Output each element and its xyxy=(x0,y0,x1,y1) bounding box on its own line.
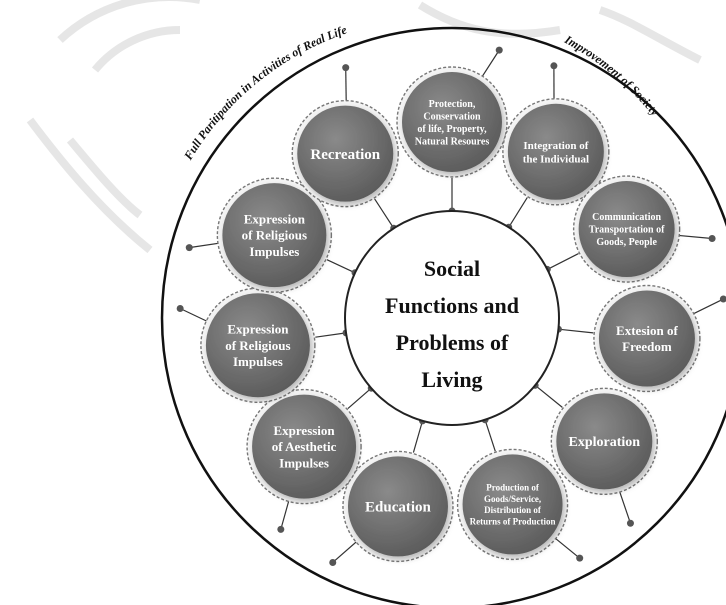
connector-inner-communication xyxy=(547,252,579,270)
node-disc-recreation xyxy=(297,105,394,202)
node-label-religious-1-3: Impulses xyxy=(249,244,299,259)
node-label-protection-4: Natural Resoures xyxy=(415,136,490,147)
node-label-aesthetic-3: Impulses xyxy=(279,455,329,470)
connector-inner-education xyxy=(412,420,424,453)
node-label-production-1: Production of xyxy=(486,483,540,493)
node-integration: Integration of the Individual xyxy=(502,98,610,206)
node-label-extension-freedom-2: Freedom xyxy=(622,339,672,354)
node-disc-religious-2 xyxy=(205,293,310,398)
outer-dot-recreation xyxy=(342,64,350,72)
node-label-production-2: Goods/Service, xyxy=(484,494,541,504)
node-label-communication-3: Goods, People xyxy=(596,237,657,248)
node-disc-extension-freedom xyxy=(598,290,695,387)
node-label-education-1: Education xyxy=(365,500,432,516)
node-label-aesthetic-1: Expression xyxy=(273,423,335,438)
node-protection: Protection,Conservation of life, Property… xyxy=(396,66,508,178)
center-line-2: Functions and xyxy=(385,293,519,318)
outer-dot-religious-2 xyxy=(176,305,184,313)
node-label-protection-3: of life, Property, xyxy=(417,124,487,135)
outer-dot-aesthetic xyxy=(277,525,285,533)
node-label-extension-freedom-1: Extesion of xyxy=(616,323,678,338)
outer-dot-education xyxy=(329,558,337,566)
node-disc-production xyxy=(462,454,563,555)
node-production: Production ofGoods/Service,Distribution … xyxy=(456,448,569,561)
connector-inner-religious-2 xyxy=(315,332,347,338)
node-exploration: Exploration xyxy=(550,387,659,496)
node-label-production-3: Distribution of xyxy=(484,505,542,515)
nodes-layer: Protection,Conservation of life, Property… xyxy=(200,66,701,563)
node-label-religious-2-2: of Religious xyxy=(225,338,290,353)
outer-dot-exploration xyxy=(626,519,634,527)
connector-inner-production xyxy=(484,419,496,452)
outer-dot-integration xyxy=(550,62,558,70)
node-disc-protection xyxy=(402,72,502,172)
center-line-1: Social xyxy=(424,256,480,281)
node-label-religious-1-1: Expression xyxy=(244,211,306,226)
connector-inner-recreation xyxy=(374,198,395,229)
center-line-4: Living xyxy=(421,367,482,392)
node-label-protection-1: Protection, xyxy=(429,99,476,110)
node-disc-exploration xyxy=(556,393,653,490)
node-label-recreation-1: Recreation xyxy=(310,147,380,163)
outer-dot-religious-1 xyxy=(185,244,193,252)
node-label-aesthetic-2: of Aesthetic xyxy=(272,439,337,454)
node-recreation: Recreation xyxy=(291,99,399,208)
connector-inner-exploration xyxy=(534,384,563,408)
node-disc-religious-1 xyxy=(222,183,327,288)
connectors-layer xyxy=(176,46,726,566)
node-disc-education xyxy=(347,456,448,557)
node-disc-communication xyxy=(578,181,675,278)
connector-inner-religious-1 xyxy=(326,259,356,274)
node-label-communication-1: Communication xyxy=(592,212,661,223)
connector-inner-integration xyxy=(508,197,528,228)
node-label-religious-2-3: Impulses xyxy=(233,354,283,369)
outer-dot-production xyxy=(576,554,584,562)
node-label-integration-2: the Individual xyxy=(523,154,589,166)
node-label-integration-1: Integration of xyxy=(523,140,588,152)
outer-dot-extension-freedom xyxy=(719,295,726,303)
node-label-communication-2: Transportation of xyxy=(589,225,665,236)
connector-inner-extension-freedom xyxy=(558,328,594,334)
center-hub: Social Functions and Problems of Living xyxy=(344,210,560,426)
node-label-religious-2-1: Expression xyxy=(227,322,289,337)
node-label-exploration-1: Exploration xyxy=(569,435,641,450)
node-label-production-4: Returns of Production xyxy=(470,516,556,526)
node-disc-integration xyxy=(507,103,604,200)
outer-dot-communication xyxy=(708,234,716,242)
node-label-protection-2: Conservation xyxy=(423,111,481,122)
connector-inner-aesthetic xyxy=(347,387,372,409)
node-disc-aesthetic xyxy=(252,394,357,499)
node-label-religious-1-2: of Religious xyxy=(242,228,307,243)
outer-ring xyxy=(160,26,726,605)
outer-dot-protection xyxy=(495,46,503,54)
node-education: Education xyxy=(342,450,454,563)
center-line-3: Problems of xyxy=(396,330,509,355)
